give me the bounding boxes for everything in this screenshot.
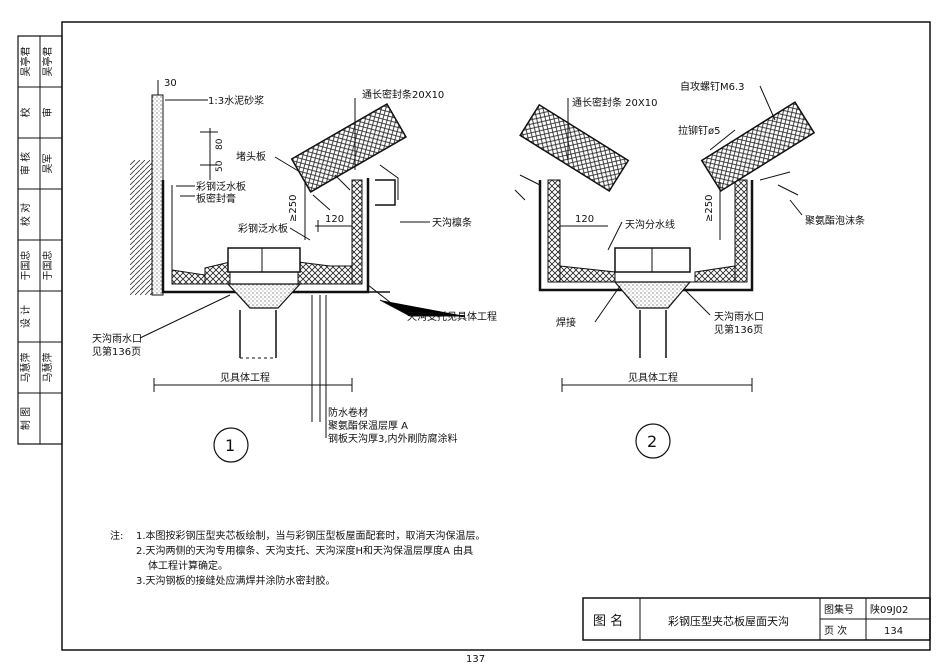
dim-250: ≥250 bbox=[288, 195, 299, 222]
label-seal-strip: 通长密封条20X10 bbox=[362, 88, 444, 101]
label-span: 见具体工程 bbox=[220, 372, 270, 384]
label-end-plate: 堵头板 bbox=[236, 150, 266, 163]
label-flashing-2: 彩钢泛水板 bbox=[238, 222, 288, 235]
notes-prefix: 注: bbox=[110, 529, 123, 542]
titleblock-name: 彩钢压型夹芯板屋面天沟 bbox=[668, 614, 789, 628]
titleblock-page: 134 bbox=[884, 626, 903, 637]
sidebar-cell-label: 校 bbox=[19, 108, 32, 118]
sidebar-cell-signature: 吴亭君 bbox=[41, 47, 54, 77]
label-weld: 焊接 bbox=[556, 316, 576, 329]
sidebar-cell-signature: 于国忠 bbox=[42, 251, 54, 281]
label-outlet-1: 天沟雨水口 bbox=[92, 332, 142, 345]
sidebar-cell-signature: 吴军 bbox=[42, 154, 54, 174]
detail-2-number: 2 bbox=[647, 432, 657, 451]
titleblock-atlas: 陕09J02 bbox=[870, 603, 908, 616]
label-divide-line: 天沟分水线 bbox=[625, 218, 675, 231]
wall-hatch bbox=[130, 160, 154, 295]
label-foam: 聚氨酯泡沫条 bbox=[805, 214, 865, 227]
label-rivet: 拉铆钉ø5 bbox=[678, 124, 720, 137]
sidebar-cell-label: 制 图 bbox=[19, 407, 32, 430]
dim-250-2: ≥250 bbox=[704, 195, 715, 222]
label-outlet-2: 见第136页 bbox=[92, 345, 141, 358]
note-line-4: 3.天沟钢板的接缝处应满焊并涂防水密封胶。 bbox=[136, 574, 336, 587]
sidebar-cell-label: 设 计 bbox=[19, 305, 32, 328]
gutter-insulation-left bbox=[204, 261, 231, 285]
label-waterproof: 防水卷材 bbox=[328, 406, 368, 419]
gutter-outlet bbox=[227, 247, 301, 273]
note-line-1: 1.本图按彩钢压型夹芯板绘制，当与彩钢压型板屋面配套时，取消天沟保温层。 bbox=[136, 529, 486, 542]
titleblock-name-label: 图 名 bbox=[593, 613, 623, 629]
label-outlet-3: 天沟雨水口 bbox=[714, 310, 764, 323]
label-sealant: 板密封膏 bbox=[196, 192, 236, 205]
parapet-wall bbox=[151, 94, 164, 296]
label-flashing: 彩钢泛水板 bbox=[196, 180, 246, 193]
sidebar-cell-label: 于国忠 bbox=[20, 251, 32, 281]
sidebar-cell-label: 审 核 bbox=[19, 152, 32, 175]
dim-50: 50 bbox=[215, 160, 225, 172]
label-span-2: 见具体工程 bbox=[628, 372, 678, 384]
label-steel-gutter: 钢板天沟厚3,内外刷防腐涂料 bbox=[328, 432, 458, 445]
signature-sidebar: 吴亭君吴亭君校审审 核吴军校 对于国忠于国忠设 计马慧萍马慧萍制 图 bbox=[17, 35, 63, 445]
label-insulation: 聚氨酯保温层厚 A bbox=[328, 419, 408, 432]
titleblock-page-label: 页 次 bbox=[824, 624, 847, 637]
label-gutter-purlin: 天沟檩条 bbox=[432, 216, 472, 229]
dim-30: 30 bbox=[164, 78, 177, 89]
gutter-insulation-right bbox=[351, 179, 363, 285]
label-outlet-4: 见第136页 bbox=[714, 323, 763, 336]
sidebar-cell-signature: 审 bbox=[41, 108, 54, 118]
detail-1-badge bbox=[213, 427, 249, 463]
detail-2-drawing bbox=[514, 85, 816, 459]
sidebar-cell-label: 吴亭君 bbox=[19, 47, 32, 77]
dim-80: 80 bbox=[215, 138, 225, 150]
dim-120-2: 120 bbox=[575, 214, 594, 225]
label-layer: 30 1:3水泥砂浆 80 50 堵头板 彩钢泛水板 板密封膏 通长密封条20X… bbox=[92, 78, 908, 665]
label-seal-strip-2: 通长密封条 20X10 bbox=[572, 96, 657, 109]
detail-2-badge bbox=[635, 423, 671, 459]
page-number: 137 bbox=[466, 654, 485, 665]
detail-1-number: 1 bbox=[225, 436, 235, 455]
label-screw: 自攻螺钉M6.3 bbox=[680, 80, 745, 93]
titleblock-atlas-label: 图集号 bbox=[824, 603, 854, 616]
detail-1-drawing bbox=[130, 80, 465, 463]
note-line-3: 体工程计算确定。 bbox=[148, 559, 228, 572]
sidebar-cell-label: 校 对 bbox=[19, 203, 32, 226]
dim-120: 120 bbox=[325, 214, 344, 225]
label-gutter-support: 天沟支托见具体工程 bbox=[407, 310, 497, 323]
title-block bbox=[582, 597, 931, 641]
note-line-2: 2.天沟两侧的天沟专用檩条、天沟支托、天沟深度H和天沟保温层厚度A 由具 bbox=[136, 544, 473, 557]
label-mortar: 1:3水泥砂浆 bbox=[208, 94, 264, 107]
sidebar-cell-label: 马慧萍 bbox=[19, 353, 32, 383]
sidebar-cell-signature: 马慧萍 bbox=[41, 353, 54, 383]
